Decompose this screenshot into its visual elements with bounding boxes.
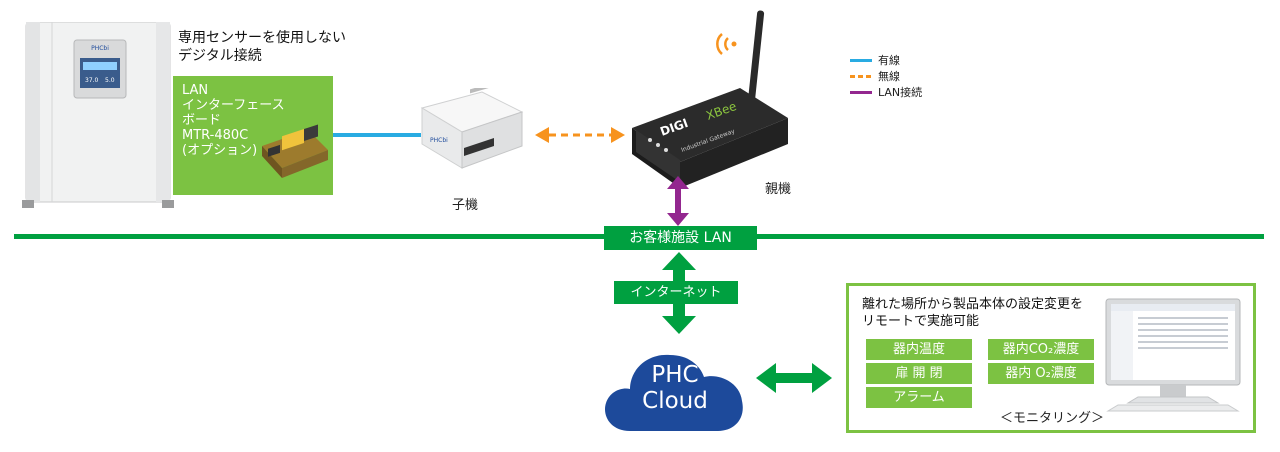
note-line-1: 専用センサーを使用しない [178,30,346,46]
monitoring-description: 離れた場所から製品本体の設定変更を リモートで実施可能 [862,296,1083,330]
gateway-parent-device: DIGI XBee Industrial Gateway [632,10,788,188]
incubator-display-left: 37.0 [85,77,99,84]
board-line-1: LAN [182,83,209,98]
cloud-label-line-2: Cloud [642,388,708,414]
legend-label: 無線 [878,70,900,83]
board-line-4: MTR-480C [182,128,249,143]
board-line-3: ボード [182,113,222,128]
child-device-unit: PHCbi [420,88,524,169]
child-device-label: 子機 [452,198,479,213]
cloud-label-line-1: PHC [651,362,699,388]
digital-connection-note: 専用センサーを使用しない デジタル接続 [178,29,346,65]
internet-label: インターネット [614,281,738,304]
parent-device-label: 親機 [765,182,792,197]
board-line-5: (オプション) [182,143,258,158]
wireless-signal-icon [716,33,737,55]
circuit-board-icon [262,124,328,178]
chip-internal-temperature: 器内温度 [866,339,972,360]
wired-connection-line [333,133,421,137]
monitoring-desc-line-2: リモートで実施可能 [862,314,980,329]
monitoring-desc-line-1: 離れた場所から製品本体の設定変更を [862,297,1084,312]
cloud-monitoring-arrow [756,363,832,393]
incubator-brand: PHCbi [91,45,109,52]
facility-lan-label: お客様施設 LAN [604,226,757,250]
chip-o2-concentration: 器内 O₂濃度 [988,363,1094,384]
lan-connection-arrow [667,176,689,226]
legend-label: LAN接続 [878,86,923,99]
incubator-display-right: 5.0 [105,77,115,84]
chip-alarm: アラーム [866,387,972,408]
legend-label: 有線 [878,54,900,67]
chip-door-open-close: 扉 開 閉 [866,363,972,384]
child-device-brand: PHCbi [430,137,448,144]
chip-co2-concentration: 器内CO₂濃度 [988,339,1094,360]
note-line-2: デジタル接続 [178,48,262,64]
wireless-link-arrow [535,127,625,143]
phc-cloud-icon [605,354,743,431]
incubator-unit: PHCbi 37.0 5.0 [22,22,174,208]
cloud-label: PHC Cloud [600,362,750,414]
monitoring-pc-icon [1105,298,1241,412]
monitoring-caption: ＜モニタリング＞ [1000,411,1105,426]
board-line-2: インターフェース [182,98,285,113]
